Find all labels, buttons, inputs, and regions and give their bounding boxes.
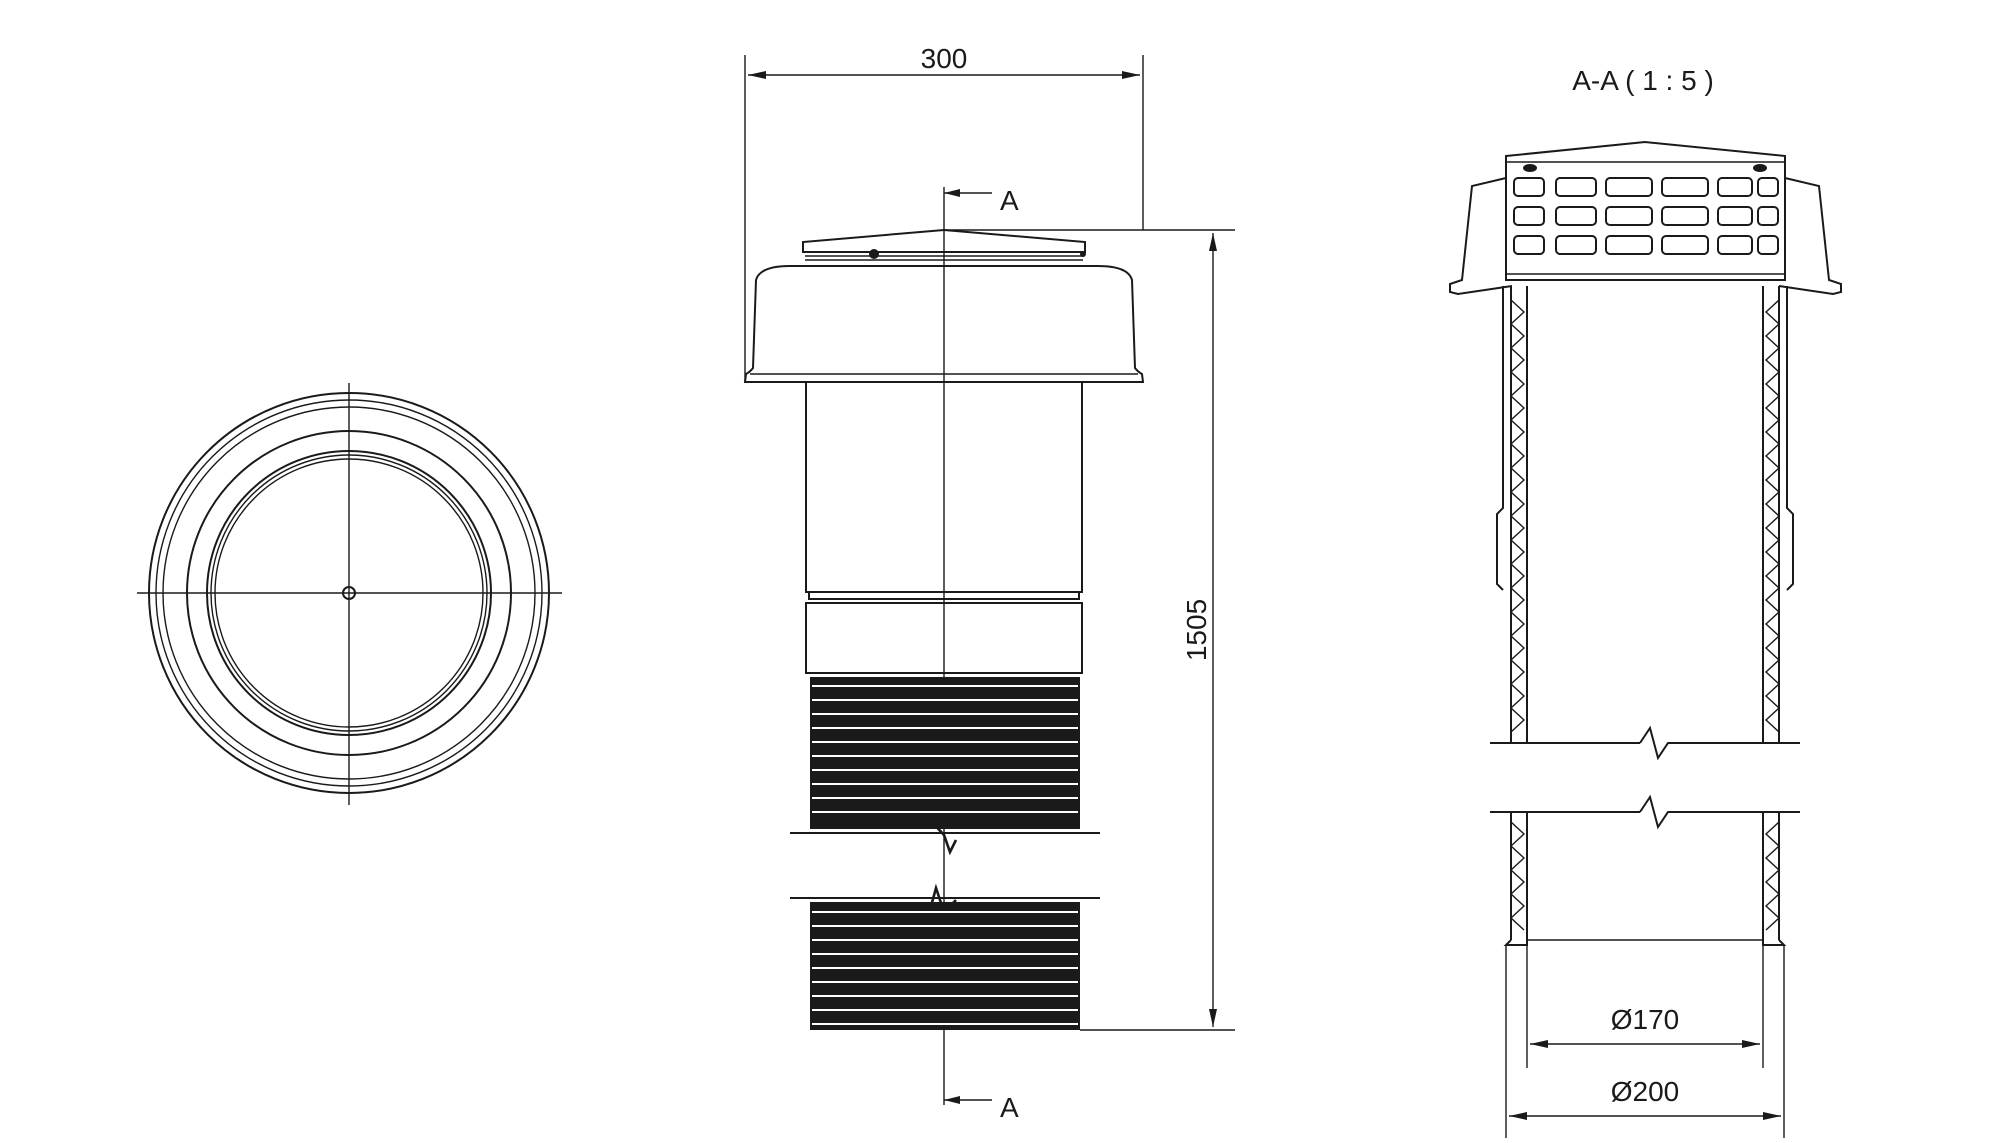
corrugated-pipe-lower xyxy=(790,883,1100,1030)
section-marker-top: A xyxy=(1000,185,1019,216)
outer-diameter-label: Ø200 xyxy=(1611,1076,1680,1107)
diameter-dimensions xyxy=(1505,945,1785,1138)
front-view xyxy=(743,55,1235,1105)
section-view xyxy=(1449,140,1842,1138)
vent-grille xyxy=(1513,177,1779,255)
dimension-width-label: 300 xyxy=(921,43,968,74)
section-view-title: A-A ( 1 : 5 ) xyxy=(1572,65,1714,96)
dimension-height-label: 1505 xyxy=(1181,599,1212,661)
plan-view xyxy=(137,383,562,805)
corrugated-pipe-upper xyxy=(790,677,1100,856)
width-dimension xyxy=(744,55,1144,382)
pipe-wall-lower xyxy=(1503,812,1787,946)
pipe-wall-upper xyxy=(1496,286,1794,743)
height-dimension xyxy=(944,229,1235,1031)
inner-diameter-label: Ø170 xyxy=(1611,1004,1680,1035)
section-marker-bottom: A xyxy=(1000,1092,1019,1123)
